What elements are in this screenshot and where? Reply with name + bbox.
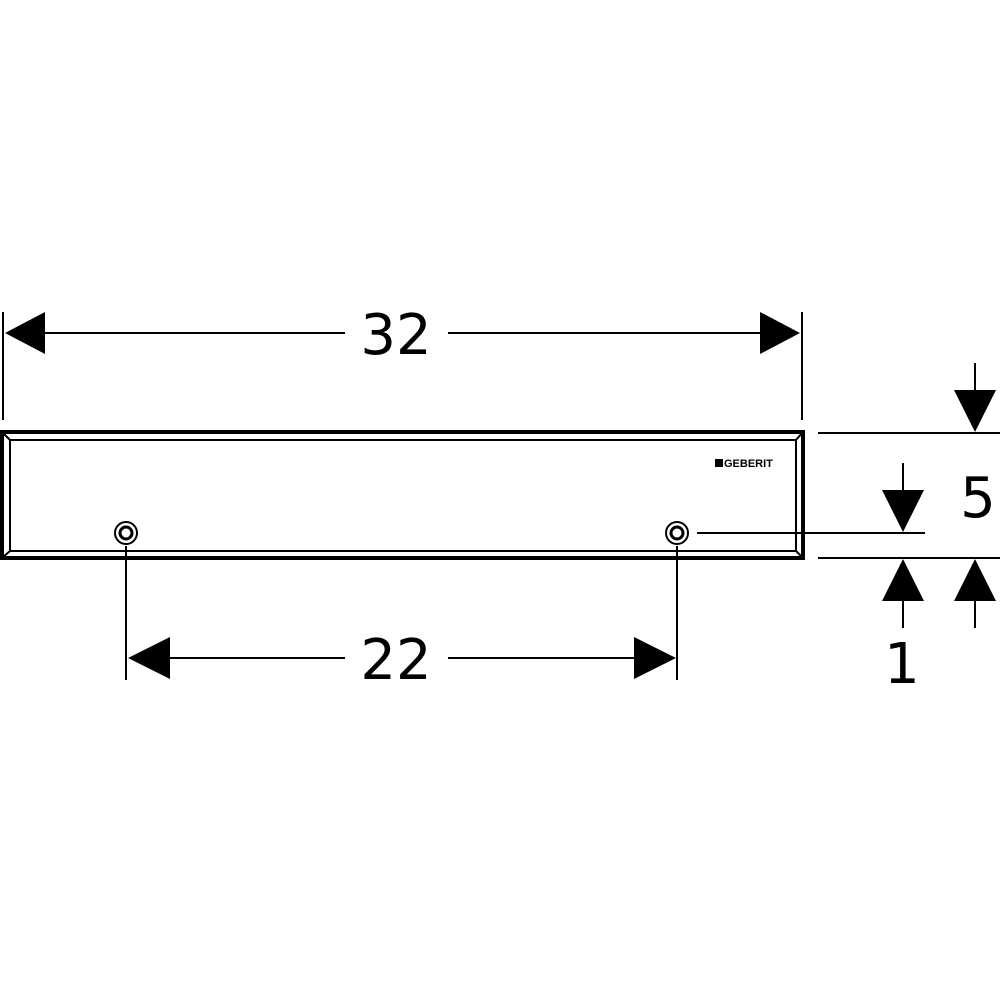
mounting-hole-left — [114, 521, 138, 545]
arrow-right-icon — [634, 637, 676, 679]
arrow-down-icon — [882, 490, 924, 532]
dimension-lines — [2, 312, 1000, 680]
arrow-left-icon — [128, 637, 170, 679]
arrow-up-icon — [882, 559, 924, 601]
geberit-logo: GEBERIT — [715, 458, 773, 470]
arrow-right-icon — [760, 312, 800, 354]
dimension-hole-offset: 1 — [884, 632, 920, 697]
dimension-hole-spacing: 22 — [360, 628, 431, 693]
arrow-up-icon — [954, 559, 996, 601]
arrow-left-icon — [5, 312, 45, 354]
arrowheads — [5, 312, 996, 679]
panel-outline — [0, 430, 805, 560]
dimension-overall-width: 32 — [360, 303, 431, 368]
logo-text: GEBERIT — [724, 458, 773, 470]
arrow-down-icon — [954, 390, 996, 432]
panel-bevel — [9, 439, 797, 552]
dimension-height: 5 — [960, 466, 996, 531]
mounting-hole-right — [665, 521, 689, 545]
panel — [0, 430, 805, 560]
